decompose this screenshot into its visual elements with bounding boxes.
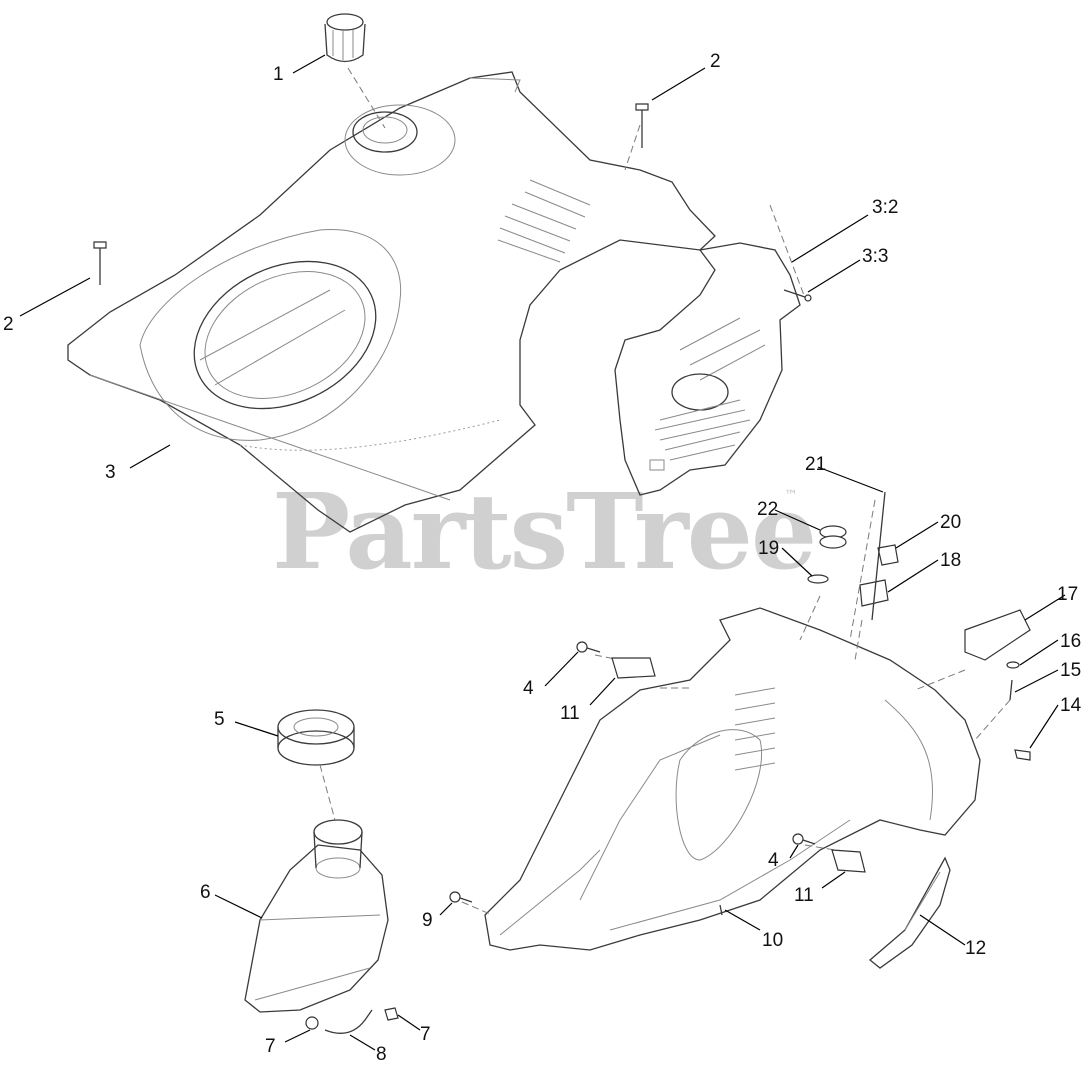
callout-22: 22 — [757, 499, 778, 520]
callout-3-2: 3:2 — [872, 197, 898, 218]
callout-15: 15 — [1060, 660, 1081, 681]
callout-21: 21 — [805, 454, 826, 475]
callout-11: 11 — [794, 885, 814, 906]
callout-14: 14 — [1060, 695, 1082, 716]
hardware-items — [93, 103, 1031, 1034]
deflector-bracket — [868, 856, 951, 969]
shroud-vent-slats — [497, 179, 591, 263]
callout-leader-lines — [19, 54, 1066, 1051]
callout-19: 19 — [758, 538, 779, 559]
callout-6: 6 — [200, 882, 211, 903]
callout-labels: 1 2 2 3 3:2 3:3 4 4 5 6 7 7 8 9 10 11 11… — [3, 51, 1082, 1065]
tank-seal-ring — [277, 709, 355, 766]
callout-3: 3 — [105, 462, 116, 483]
callout-9: 9 — [422, 910, 433, 931]
callout-3-3: 3:3 — [862, 246, 888, 267]
callout-2: 2 — [3, 314, 14, 335]
callout-7: 7 — [265, 1036, 276, 1057]
callout-11: 11 — [560, 703, 580, 724]
fuel-cap — [324, 13, 366, 63]
side-shroud-panel — [614, 242, 801, 496]
callout-4: 4 — [768, 850, 779, 871]
callout-4: 4 — [523, 678, 534, 699]
callout-16: 16 — [1060, 631, 1081, 652]
callout-20: 20 — [940, 512, 961, 533]
callout-10: 10 — [762, 930, 783, 951]
control-panel-frame — [484, 607, 981, 951]
callout-8: 8 — [376, 1044, 387, 1065]
callout-7: 7 — [420, 1024, 431, 1045]
fuel-tank — [244, 819, 389, 1013]
callout-1: 1 — [273, 64, 284, 85]
callout-17: 17 — [1057, 584, 1078, 605]
callout-18: 18 — [940, 550, 961, 571]
trademark-symbol: ™ — [784, 488, 798, 504]
callout-5: 5 — [214, 709, 225, 730]
callout-12: 12 — [965, 938, 986, 959]
upper-shroud — [67, 71, 716, 533]
callout-2: 2 — [710, 51, 721, 72]
